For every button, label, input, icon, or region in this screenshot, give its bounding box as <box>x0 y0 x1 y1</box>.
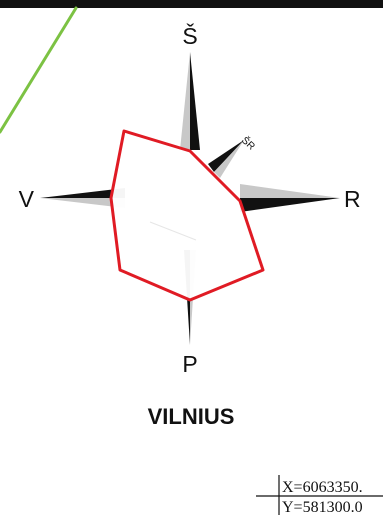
coordinate-x-label: X=6063350. <box>282 479 363 496</box>
faint-line <box>149 221 197 241</box>
compass-rose: Š R P V ŠR <box>19 22 361 377</box>
compass-west-arm-dark <box>40 188 125 198</box>
city-boundary-polygon <box>109 129 265 302</box>
compass-northeast-arm-dark <box>208 140 244 172</box>
compass-east-arm-light <box>240 184 340 198</box>
compass-west-label: V <box>19 186 35 212</box>
compass-north-arm-light <box>180 52 190 150</box>
road-line <box>0 6 78 134</box>
map-frame-top <box>0 0 383 8</box>
compass-northeast-arm-light <box>214 140 244 178</box>
compass-west-arm-light <box>40 198 125 208</box>
coordinate-y-label: Y=581300.0 <box>282 499 363 516</box>
city-name-label: VILNIUS <box>148 404 235 429</box>
compass-north-arm-dark <box>190 52 200 150</box>
compass-northeast-label: ŠR <box>239 134 258 153</box>
coordinate-marker: X=6063350. Y=581300.0 <box>256 475 383 516</box>
compass-east-label: R <box>344 186 361 212</box>
compass-north-label: Š <box>182 22 197 49</box>
compass-south-label: P <box>182 351 197 377</box>
compass-east-arm-dark <box>240 198 340 212</box>
